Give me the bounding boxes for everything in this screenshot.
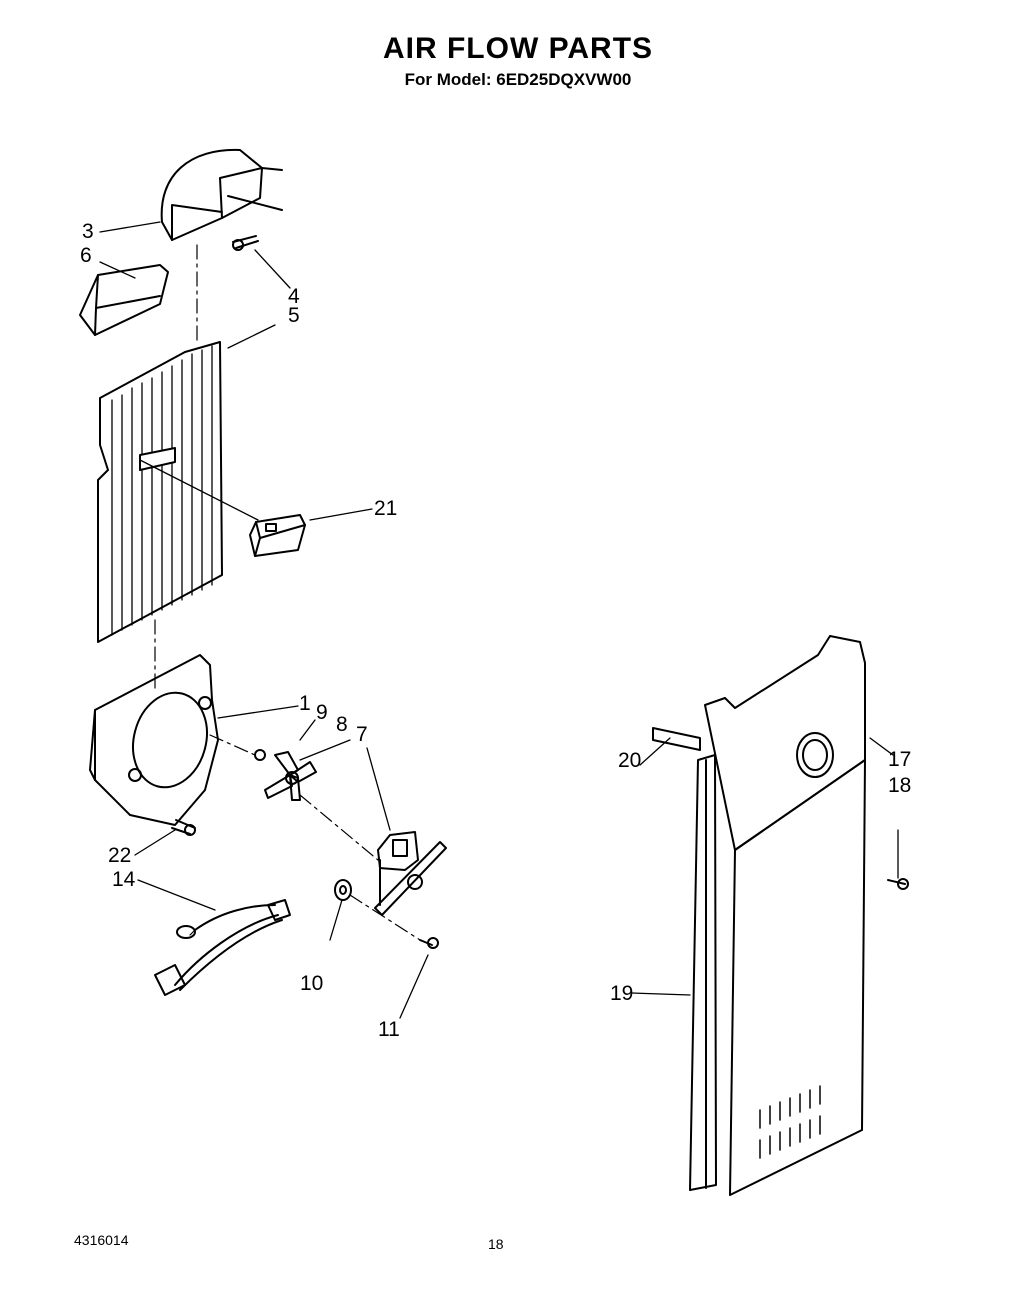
callout-19: 19 bbox=[610, 982, 633, 1005]
part-17-duct-panel bbox=[704, 635, 866, 1196]
part-7-fan-motor bbox=[374, 831, 447, 916]
callout-11: 11 bbox=[378, 1018, 400, 1041]
part-10-grommet bbox=[334, 879, 352, 901]
part-21-damper bbox=[249, 514, 306, 557]
document-number: 4316014 bbox=[74, 1232, 129, 1248]
part-19-strip bbox=[689, 754, 717, 1191]
callout-18: 18 bbox=[888, 774, 911, 797]
part-22-screw bbox=[171, 819, 196, 836]
callout-4: 4 bbox=[288, 285, 300, 308]
page-number: 18 bbox=[488, 1236, 504, 1252]
callout-3: 3 bbox=[82, 220, 94, 243]
part-20-bracket bbox=[652, 727, 701, 751]
model-subtitle: For Model: 6ED25DQXVW00 bbox=[404, 70, 632, 89]
callout-20: 20 bbox=[618, 749, 641, 772]
callout-21: 21 bbox=[374, 497, 397, 520]
callout-1: 1 bbox=[299, 692, 311, 715]
part-18-screw bbox=[887, 878, 909, 890]
part-6-vent-grille bbox=[79, 264, 169, 336]
part-11-screw bbox=[419, 937, 439, 949]
alignment-lines bbox=[154, 244, 421, 941]
callout-9: 9 bbox=[316, 701, 328, 724]
callout-6: 6 bbox=[80, 244, 92, 267]
part-4-screw bbox=[232, 235, 259, 251]
leader-lines bbox=[99, 221, 899, 1019]
callout-22: 22 bbox=[108, 844, 131, 867]
callout-7: 7 bbox=[356, 723, 368, 746]
callout-14: 14 bbox=[112, 868, 136, 891]
callout-17: 17 bbox=[888, 748, 911, 771]
page-title: AIR FLOW PARTS bbox=[382, 32, 654, 65]
callout-8: 8 bbox=[336, 713, 348, 736]
part-1-fan-shroud bbox=[89, 654, 219, 826]
part-14-wire-harness bbox=[154, 899, 291, 996]
callout-5: 5 bbox=[288, 304, 300, 327]
callout-10: 10 bbox=[300, 972, 323, 995]
part-8-fan-blade bbox=[264, 751, 317, 801]
part-3-duct-cover bbox=[160, 148, 283, 241]
